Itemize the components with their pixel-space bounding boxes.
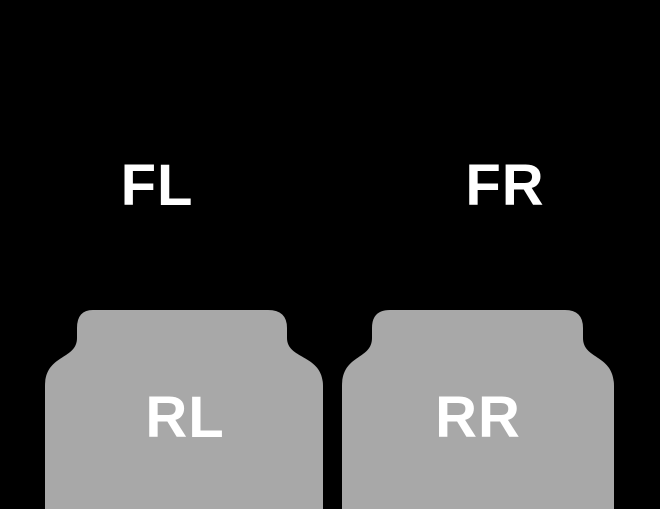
rear-right-mat-shape <box>342 310 614 509</box>
front-left-mat-label: FL <box>120 153 194 218</box>
front-right-mat-label: FR <box>465 153 545 218</box>
rear-left-mat-shape <box>45 310 323 509</box>
rear-left-mat-label: RL <box>145 385 225 450</box>
rear-right-mat-label: RR <box>435 385 521 450</box>
